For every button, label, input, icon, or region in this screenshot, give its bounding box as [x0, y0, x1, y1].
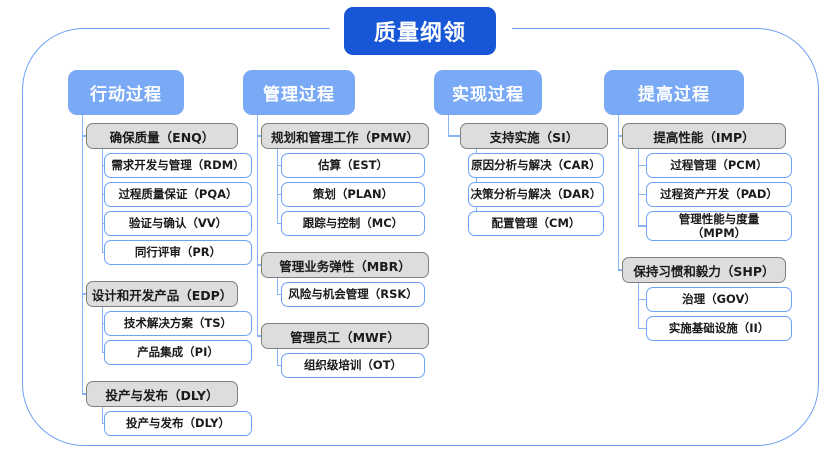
connector-h	[257, 264, 261, 266]
connector-h	[277, 222, 281, 225]
column-header-2[interactable]: 管理过程	[243, 70, 355, 115]
column-header-4[interactable]: 提高过程	[604, 70, 744, 115]
leaf-box[interactable]: 跟踪与控制（MC）	[281, 211, 425, 236]
leaf-box[interactable]: 管理性能与度量（MPM）	[646, 211, 792, 241]
group-box[interactable]: 设计和开发产品（EDP）	[86, 281, 238, 307]
connector-v	[102, 407, 104, 424]
connector-v	[82, 115, 84, 394]
connector-v	[638, 149, 640, 226]
connector-h	[638, 225, 646, 227]
group-box[interactable]: 投产与发布（DLY）	[86, 381, 238, 407]
group-box[interactable]: 规划和管理工作（PMW）	[261, 123, 429, 149]
connector-v	[102, 149, 104, 253]
group-box[interactable]: 管理业务弹性（MBR）	[261, 252, 429, 278]
leaf-box[interactable]: 过程管理（PCM）	[646, 153, 792, 178]
leaf-box[interactable]: 技术解决方案（TS）	[104, 311, 252, 336]
leaf-box[interactable]: 估算（EST）	[281, 153, 425, 178]
root-title-box[interactable]: 质量纲领	[344, 7, 496, 55]
leaf-box[interactable]: 投产与发布（DLY）	[104, 411, 252, 436]
group-box[interactable]: 支持实施（SI）	[460, 123, 608, 149]
leaf-box[interactable]: 需求开发与管理（RDM）	[104, 153, 252, 178]
leaf-box[interactable]: 过程资产开发（PAD）	[646, 182, 792, 207]
connector-v	[277, 278, 279, 295]
connector-h	[618, 269, 622, 271]
leaf-box[interactable]: 验证与确认（VV）	[104, 211, 252, 236]
connector-h	[277, 193, 281, 196]
leaf-box[interactable]: 产品集成（PI）	[104, 340, 252, 365]
leaf-box[interactable]: 策划（PLAN）	[281, 182, 425, 207]
connector-h	[448, 135, 460, 137]
leaf-box[interactable]: 过程质量保证（PQA）	[104, 182, 252, 207]
connector-h	[618, 135, 622, 137]
group-box[interactable]: 保持习惯和毅力（SHP）	[622, 257, 786, 283]
connector-h	[638, 298, 646, 301]
leaf-box[interactable]: 实施基础设施（II）	[646, 316, 792, 341]
column-header-1[interactable]: 行动过程	[68, 70, 184, 115]
group-box[interactable]: 确保质量（ENQ）	[86, 123, 238, 149]
leaf-box[interactable]: 决策分析与解决（DAR）	[468, 182, 604, 207]
connector-v	[638, 283, 640, 329]
connector-h	[638, 164, 646, 167]
connector-h	[82, 293, 86, 295]
leaf-box[interactable]: 治理（GOV）	[646, 287, 792, 312]
group-box[interactable]: 管理员工（MWF）	[261, 323, 429, 349]
column-header-3[interactable]: 实现过程	[434, 70, 542, 115]
connector-h	[82, 135, 86, 137]
connector-h	[638, 193, 646, 196]
leaf-box[interactable]: 同行评审（PR）	[104, 240, 252, 265]
leaf-box[interactable]: 原因分析与解决（CAR）	[468, 153, 604, 178]
connector-h	[277, 364, 281, 367]
connector-h	[257, 135, 261, 137]
group-box[interactable]: 提高性能（IMP）	[622, 123, 786, 149]
connector-h	[277, 293, 281, 296]
connector-v	[277, 349, 279, 366]
connector-v	[618, 115, 620, 270]
connector-v	[102, 307, 104, 353]
connector-v	[448, 115, 450, 136]
connector-h	[257, 335, 261, 337]
connector-h	[277, 164, 281, 167]
leaf-box[interactable]: 组织级培训（OT）	[281, 353, 425, 378]
leaf-box[interactable]: 风险与机会管理（RSK）	[281, 282, 425, 307]
connector-h	[82, 393, 86, 395]
leaf-box[interactable]: 配置管理（CM）	[468, 211, 604, 236]
connector-h	[638, 327, 646, 330]
connector-v	[257, 115, 259, 336]
connector-v	[277, 149, 279, 224]
